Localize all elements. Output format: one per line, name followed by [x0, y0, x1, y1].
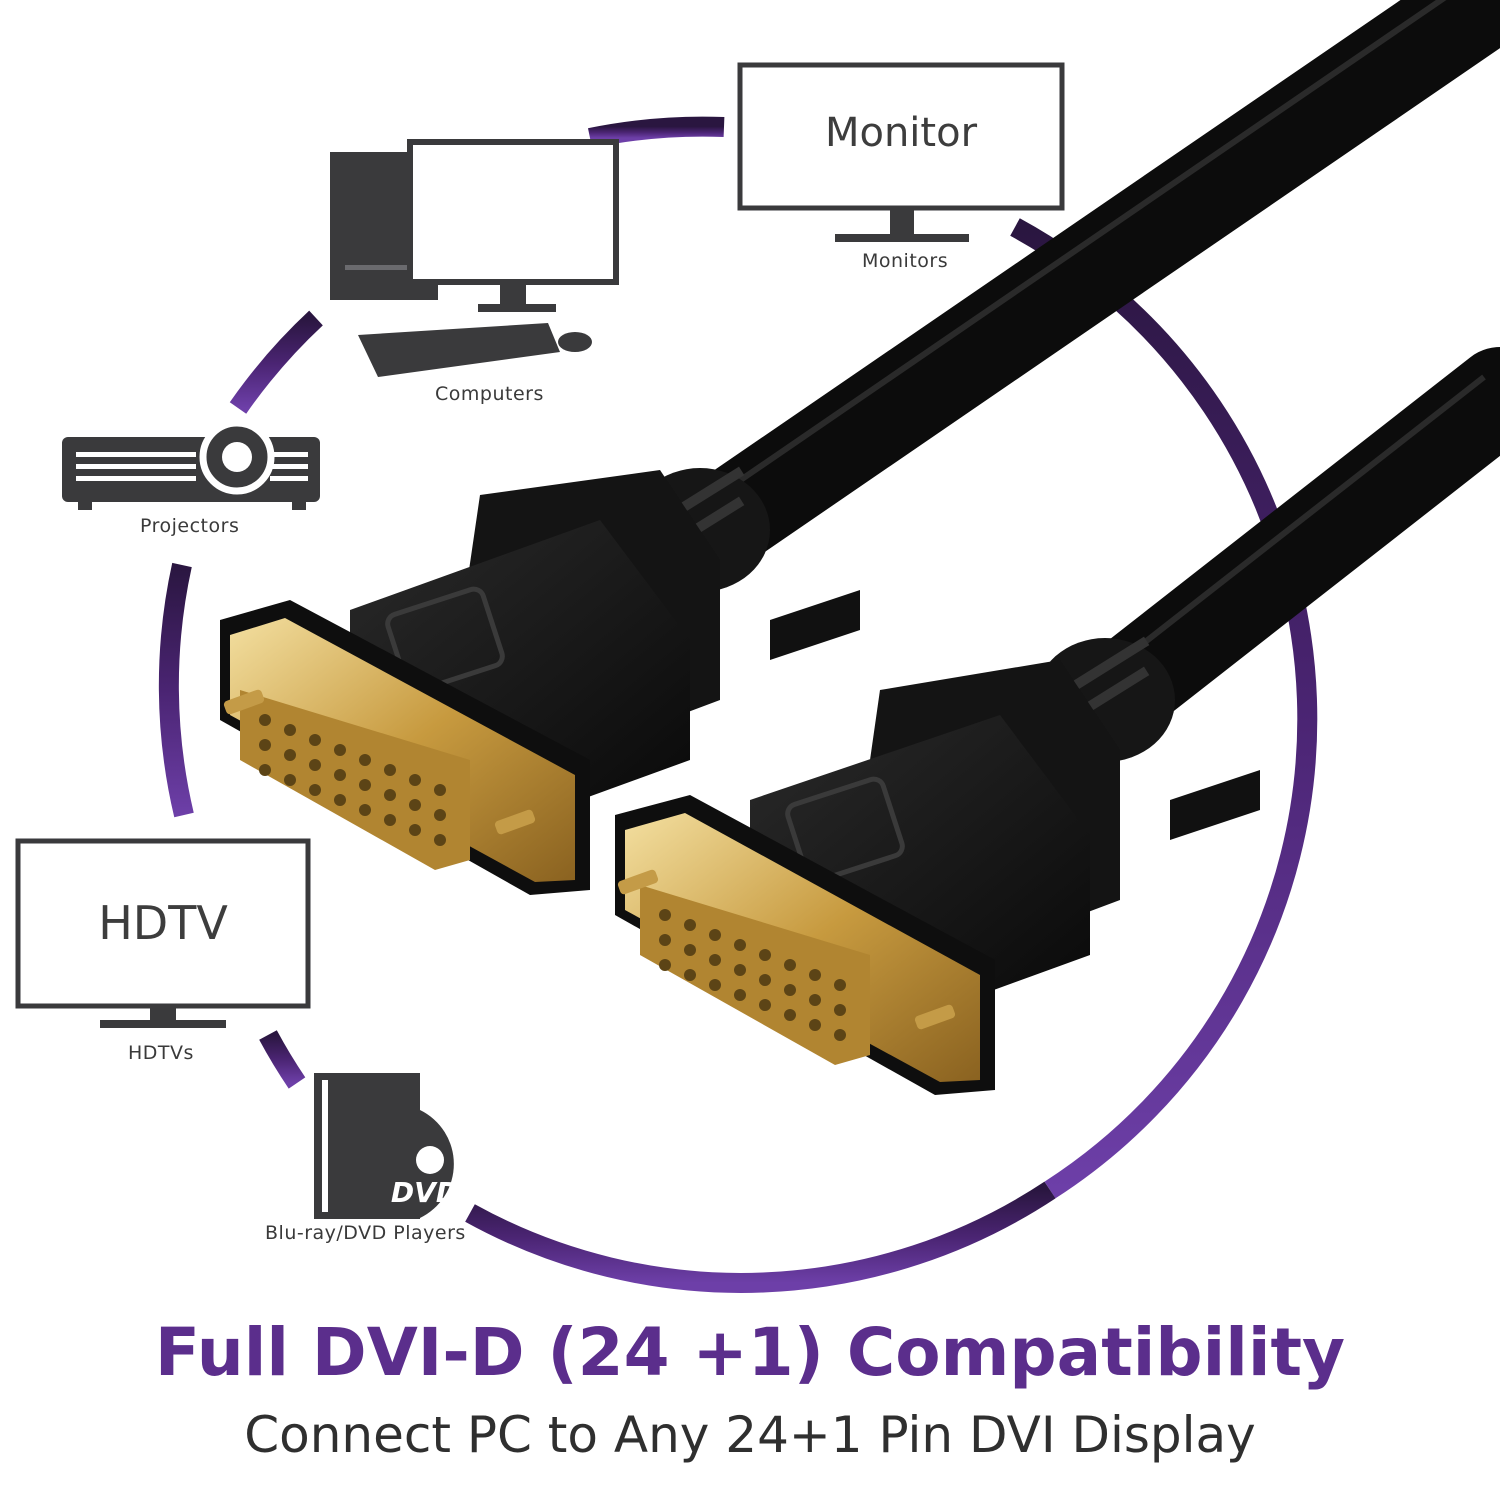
dvi-cable [220, 0, 1500, 1095]
projectors-caption: Projectors [140, 515, 240, 537]
hdtvs-caption: HDTVs [128, 1042, 194, 1064]
monitor-screen-label: Monitor [824, 110, 978, 156]
dvd-disc-label: DVD [390, 1176, 460, 1209]
connection-ring [158, 116, 1318, 1293]
subline: Connect PC to Any 24+1 Pin DVI Display [244, 1406, 1256, 1464]
projector-icon [62, 419, 320, 510]
headline: Full DVI-D (24 +1) Compatibility [154, 1314, 1346, 1391]
desktop-computer-icon [330, 139, 619, 377]
hdtv-screen-label: HDTV [98, 896, 228, 950]
dvd-player-icon [314, 1073, 454, 1219]
computers-caption: Computers [435, 383, 544, 405]
tv-icon [15, 838, 311, 1028]
dvi-connector-left [220, 466, 860, 895]
monitor-icon [737, 62, 1065, 242]
players-caption: Blu-ray/DVD Players [265, 1222, 466, 1244]
monitors-caption: Monitors [862, 250, 949, 272]
dvi-connector-right [615, 636, 1260, 1095]
